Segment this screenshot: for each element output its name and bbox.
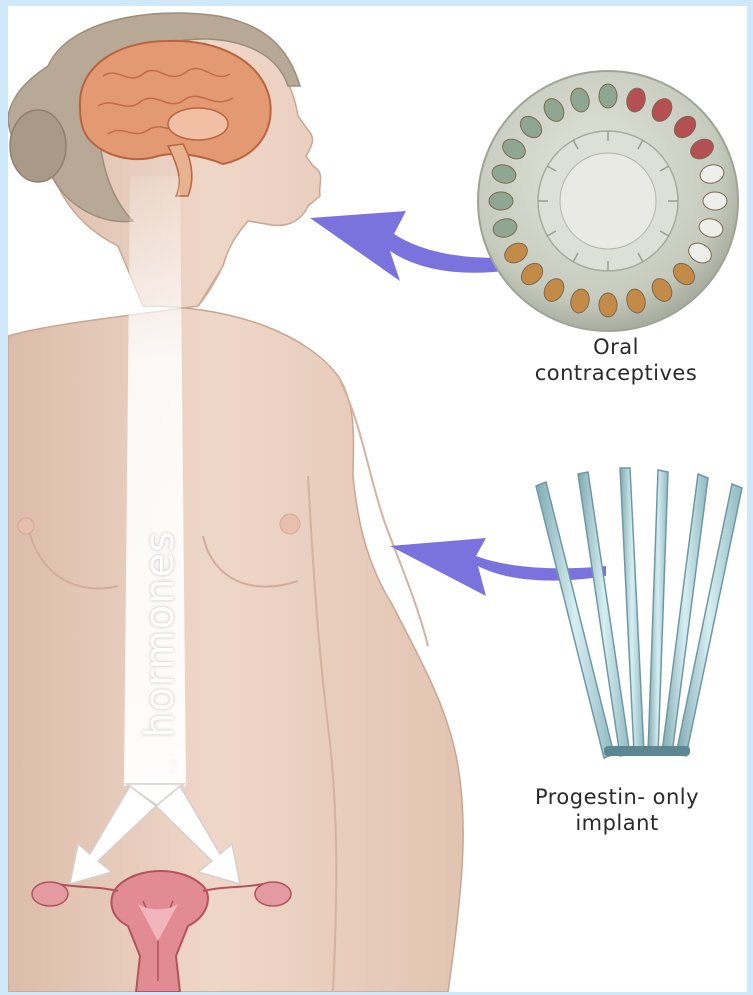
implant-rods-icon — [536, 468, 742, 758]
oral-contraceptives-label: Oral contraceptives — [496, 334, 736, 386]
progestin-implant-label-line1: Progestin- only — [492, 784, 742, 810]
hormones-label: hormones — [137, 530, 183, 738]
oral-contraceptives-label-line1: Oral — [496, 334, 736, 360]
oral-contraceptives-label-line2: contraceptives — [496, 360, 736, 386]
pill-pack-icon — [478, 71, 738, 331]
diagram-canvas: hormones Oral contraceptives Progestin- … — [8, 6, 747, 992]
arrow-icon — [390, 538, 606, 596]
progestin-implant-label: Progestin- only implant — [492, 784, 742, 836]
illustration — [8, 6, 747, 992]
progestin-implant-label-line2: implant — [492, 810, 742, 836]
